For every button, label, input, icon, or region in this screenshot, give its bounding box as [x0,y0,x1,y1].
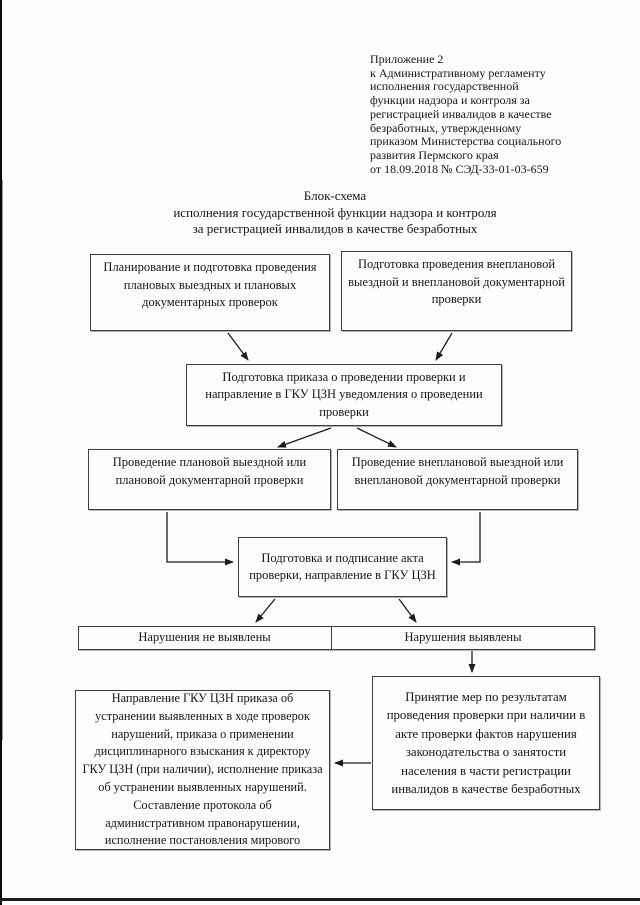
appendix-line: Приложение 2 [370,52,444,66]
appendix-note: Приложение 2 к Административному регламе… [370,52,620,176]
box-check-results-row: Нарушения не выявлены Нарушения выявлены [78,626,595,650]
appendix-line: приказом Министерства социального [370,134,562,149]
box-unplanned-preparation: Подготовка проведения внеплановой выездн… [341,251,572,331]
box-remedial-orders: Направление ГКУ ЦЗН приказа об устранени… [75,690,330,850]
box-no-violations: Нарушения не выявлены [79,627,332,649]
arrow-act-to-violations [398,598,417,623]
arrow-planned-check-to-act [166,512,234,566]
page-title: Блок-схема исполнения государственной фу… [60,188,610,238]
scan-edge-line-left-2 [2,180,3,740]
arrow-unplanned-to-order [435,332,453,361]
box-violations: Нарушения выявлены [404,630,522,645]
box-act-preparation: Подготовка и подписание акта проверки, н… [238,537,447,597]
appendix-line: развития Пермского края [370,147,499,162]
arrow-act-to-no-violations [255,598,276,623]
appendix-line: функции надзора и контроля за [370,93,530,108]
page-title-line: исполнения государственной функции надзо… [173,204,497,220]
box-planning: Планирование и подготовка проведения пла… [90,254,330,331]
appendix-line: безработных, утвержденному [370,120,522,135]
appendix-line: регистрацией инвалидов в качестве [370,106,552,121]
arrow-order-to-unplanned-check [356,427,397,448]
box-planned-check: Проведение плановой выездной или планово… [88,449,331,510]
appendix-line: исполнения государственной [370,79,519,94]
scan-edge-line-left [0,0,2,905]
box-unplanned-check: Проведение внеплановой выездной или внеп… [337,449,578,510]
scan-edge-line-bottom [0,898,640,901]
page-title-line: за регистрацией инвалидов в качестве без… [192,221,478,236]
arrow-planning-to-order [227,332,249,361]
appendix-line: к Административному регламенту [370,65,546,80]
arrow-order-to-planned-check [277,427,332,448]
page-title-line: Блок-схема [303,188,367,203]
box-measures-taken: Принятие мер по результатам проведения п… [372,676,600,810]
arrow-unplanned-check-to-act [451,512,481,566]
box-order-and-notice: Подготовка приказа о проведении проверки… [186,364,502,426]
appendix-line: от 18.09.2018 № СЭД-33-01-03-659 [370,161,549,176]
